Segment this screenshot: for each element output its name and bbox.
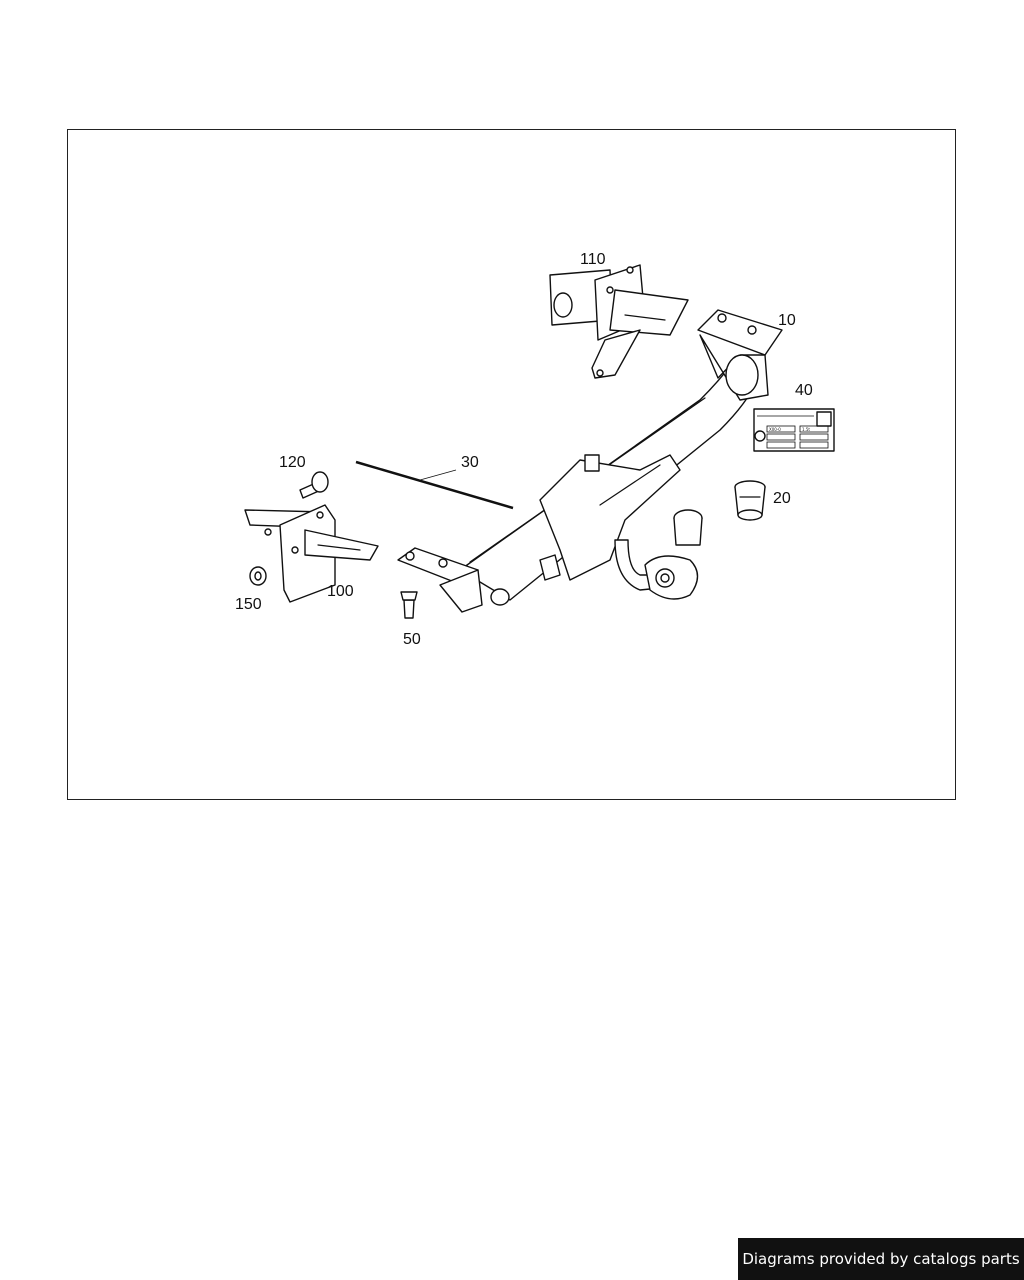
part-120-bolt[interactable] <box>299 471 329 499</box>
part-20-socket-cap[interactable] <box>734 480 766 521</box>
part-110-right-bracket[interactable] <box>549 264 689 379</box>
leader-30 <box>419 469 457 481</box>
diagram-frame <box>67 129 956 800</box>
callout-20: 20 <box>773 490 791 507</box>
part-30-line <box>355 460 514 510</box>
callout-120: 120 <box>279 454 306 471</box>
callout-40: 40 <box>795 382 813 399</box>
plate-row1-left: X00-0 <box>769 427 781 432</box>
callout-30: 30 <box>461 454 479 471</box>
credit-banner: Diagrams provided by catalogs parts <box>738 1238 1024 1280</box>
callout-10: 10 <box>778 312 796 329</box>
part-10-tow-bar[interactable] <box>397 309 783 613</box>
callout-100: 100 <box>327 583 354 600</box>
part-150-nut[interactable] <box>249 566 267 586</box>
callout-50: 50 <box>403 631 421 648</box>
part-100-left-bracket[interactable] <box>244 504 379 603</box>
part-50-bolt[interactable] <box>400 591 418 619</box>
callout-110: 110 <box>580 251 606 268</box>
part-40-label-plate[interactable]: X00-0 1.5t <box>753 408 835 452</box>
credit-text: Diagrams provided by catalogs parts <box>742 1250 1020 1268</box>
plate-row1-right: 1.5t <box>802 427 810 432</box>
callout-150: 150 <box>235 596 262 613</box>
